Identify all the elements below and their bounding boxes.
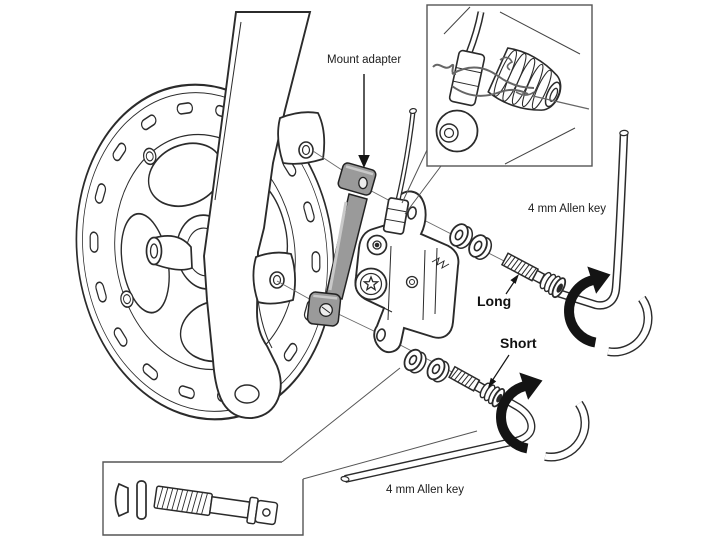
- adjuster-barrel: [487, 47, 562, 111]
- inset-washer-2: [136, 480, 147, 520]
- inset-bolt-detail: [102, 367, 478, 536]
- mount-bolt-short: [448, 365, 506, 408]
- allen-key-upper: [556, 129, 629, 310]
- washers-upper: [449, 223, 493, 260]
- inset-washer-1: [114, 482, 129, 518]
- mount-adapter-pointer: [358, 74, 370, 168]
- allen-key-label-top: 4 mm Allen key: [528, 203, 606, 215]
- long-bolt-label: Long: [477, 293, 512, 309]
- hub-axle-end: [145, 235, 193, 271]
- rotation-guide-arc-lower: [545, 404, 585, 458]
- allen-key-lower: [340, 395, 536, 483]
- mount-bolt-long: [500, 252, 567, 299]
- caliper-ear-hole-upper: [407, 206, 417, 220]
- fork-leg: [203, 11, 312, 419]
- torx-boss: [354, 267, 388, 301]
- inset-hose-detail: [401, 4, 593, 215]
- fork-mount-boss-upper: [277, 111, 326, 165]
- washers-lower: [403, 348, 450, 383]
- brake-hose: [366, 107, 417, 256]
- long-bolt-pointer: [505, 274, 519, 295]
- pad-spring: [431, 256, 450, 270]
- mount-adapter-label: Mount adapter: [327, 54, 402, 66]
- short-bolt-label: Short: [500, 335, 537, 351]
- caliper-ear-hole-lower: [376, 328, 386, 342]
- fork-mount-boss-lower: [252, 251, 296, 305]
- dropout-slot: [234, 384, 260, 404]
- short-bolt-pointer: [488, 354, 510, 388]
- allen-key-label-bottom: 4 mm Allen key: [386, 484, 464, 496]
- mount-adapter: [306, 162, 377, 327]
- inset-fixing-bolt: [153, 485, 279, 526]
- safety-wire: [432, 56, 590, 110]
- brake-caliper: [354, 107, 460, 354]
- rotation-guide-arc-upper: [608, 299, 648, 353]
